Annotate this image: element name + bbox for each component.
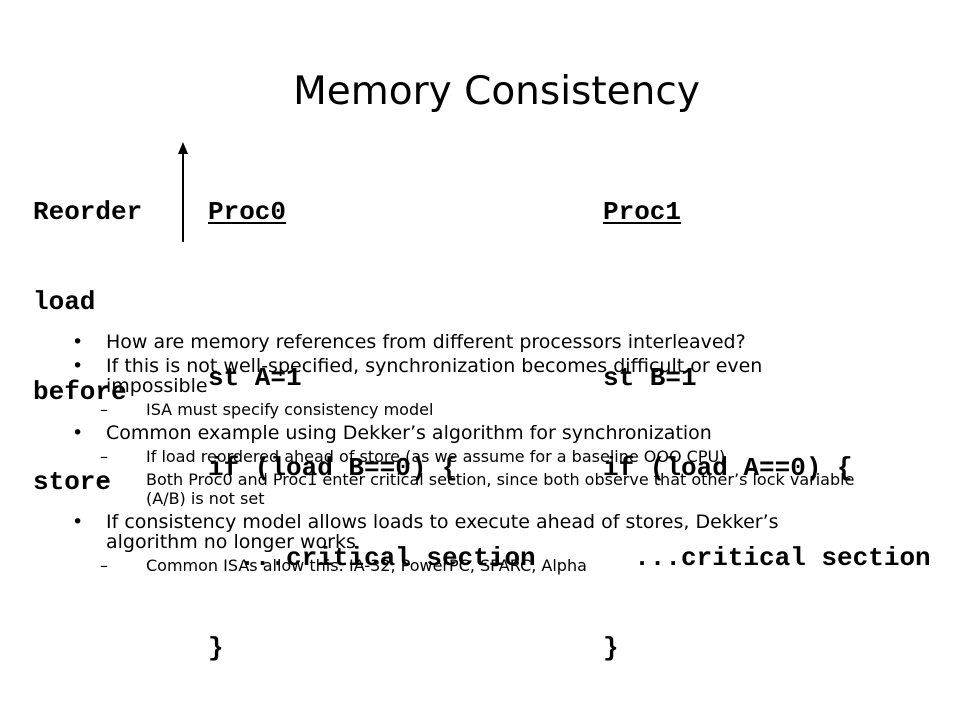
bullet-text: How are memory references from different… [106, 331, 746, 353]
bullet-text: If this is not well-specified, synchroni… [106, 355, 763, 397]
sub-bullet-text: If load reordered ahead of store (as we … [146, 447, 726, 466]
proc1-header: Proc1 [603, 197, 682, 227]
bullet-list: • How are memory references from differe… [0, 332, 960, 579]
slide-title: Memory Consistency [293, 69, 700, 114]
proc1-line: st B=1 [603, 363, 697, 393]
dash-mark: – [100, 470, 108, 489]
reorder-line: Reorder [33, 197, 143, 227]
reorder-line: before [33, 377, 127, 407]
bullet-item: • If consistency model allows loads to e… [0, 512, 960, 552]
sub-bullet-item: – Common ISAs allow this: IA-32, PowerPC… [0, 556, 960, 575]
sub-bullet-text: Common ISAs allow this: IA-32, PowerPC, … [146, 556, 587, 575]
bullet-item: • How are memory references from differe… [0, 332, 960, 352]
bullet-mark: • [72, 511, 84, 533]
reorder-line: store [33, 467, 112, 497]
proc0-line: } [208, 633, 224, 663]
proc1-code: Proc1 st B=1 if (load A==0) { ...critica… [603, 137, 931, 693]
bullet-text: If consistency model allows loads to exe… [106, 511, 779, 553]
proc1-line: if (load A==0) { [603, 453, 853, 483]
proc0-header: Proc0 [208, 197, 287, 227]
proc0-line: st A=1 [208, 363, 302, 393]
reorder-line: load [33, 287, 96, 317]
reorder-label: Reorder load before store [33, 137, 142, 527]
sub-bullet-text: Both Proc0 and Proc1 enter critical sect… [146, 470, 855, 508]
up-arrow-icon [178, 142, 188, 242]
bullet-item: • Common example using Dekker’s algorith… [0, 423, 960, 443]
proc1-line: ...critical section [603, 543, 931, 573]
bullet-text: Common example using Dekker’s algorithm … [106, 422, 712, 444]
bullet-mark: • [72, 331, 84, 353]
proc0-code: Proc0 st A=1 if (load B==0) { ...critica… [208, 137, 536, 693]
proc0-line: if (load B==0) { [208, 453, 458, 483]
sub-bullet-text: ISA must specify consistency model [146, 400, 434, 419]
proc0-line: ...critical section [208, 543, 536, 573]
sub-bullet-item: – If load reordered ahead of store (as w… [0, 447, 960, 466]
dash-mark: – [100, 400, 108, 419]
dash-mark: – [100, 447, 108, 466]
sub-bullet-item: – Both Proc0 and Proc1 enter critical se… [0, 470, 960, 508]
bullet-mark: • [72, 422, 84, 444]
bullet-mark: • [72, 355, 84, 377]
sub-bullet-item: – ISA must specify consistency model [0, 400, 960, 419]
proc1-line: } [603, 633, 619, 663]
dash-mark: – [100, 556, 108, 575]
bullet-item: • If this is not well-specified, synchro… [0, 356, 960, 396]
